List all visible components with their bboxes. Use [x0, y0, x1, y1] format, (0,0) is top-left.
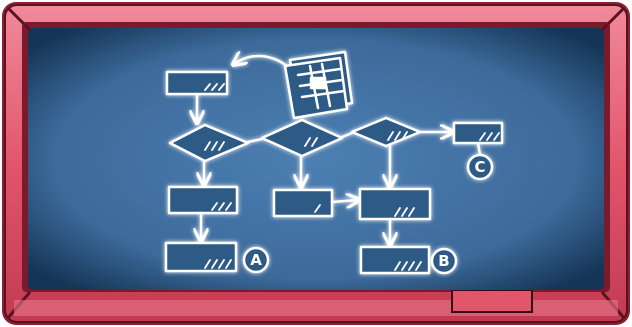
end-label-c: C: [474, 158, 485, 176]
end-label-b: B: [438, 252, 449, 270]
process-box-center: [274, 190, 332, 216]
end-label-a: A: [250, 251, 262, 269]
process-box-start: [167, 72, 227, 94]
process-box-left-bottom: [166, 243, 236, 271]
chalk-tray: [452, 290, 532, 312]
grid-document-icon: [285, 52, 352, 118]
